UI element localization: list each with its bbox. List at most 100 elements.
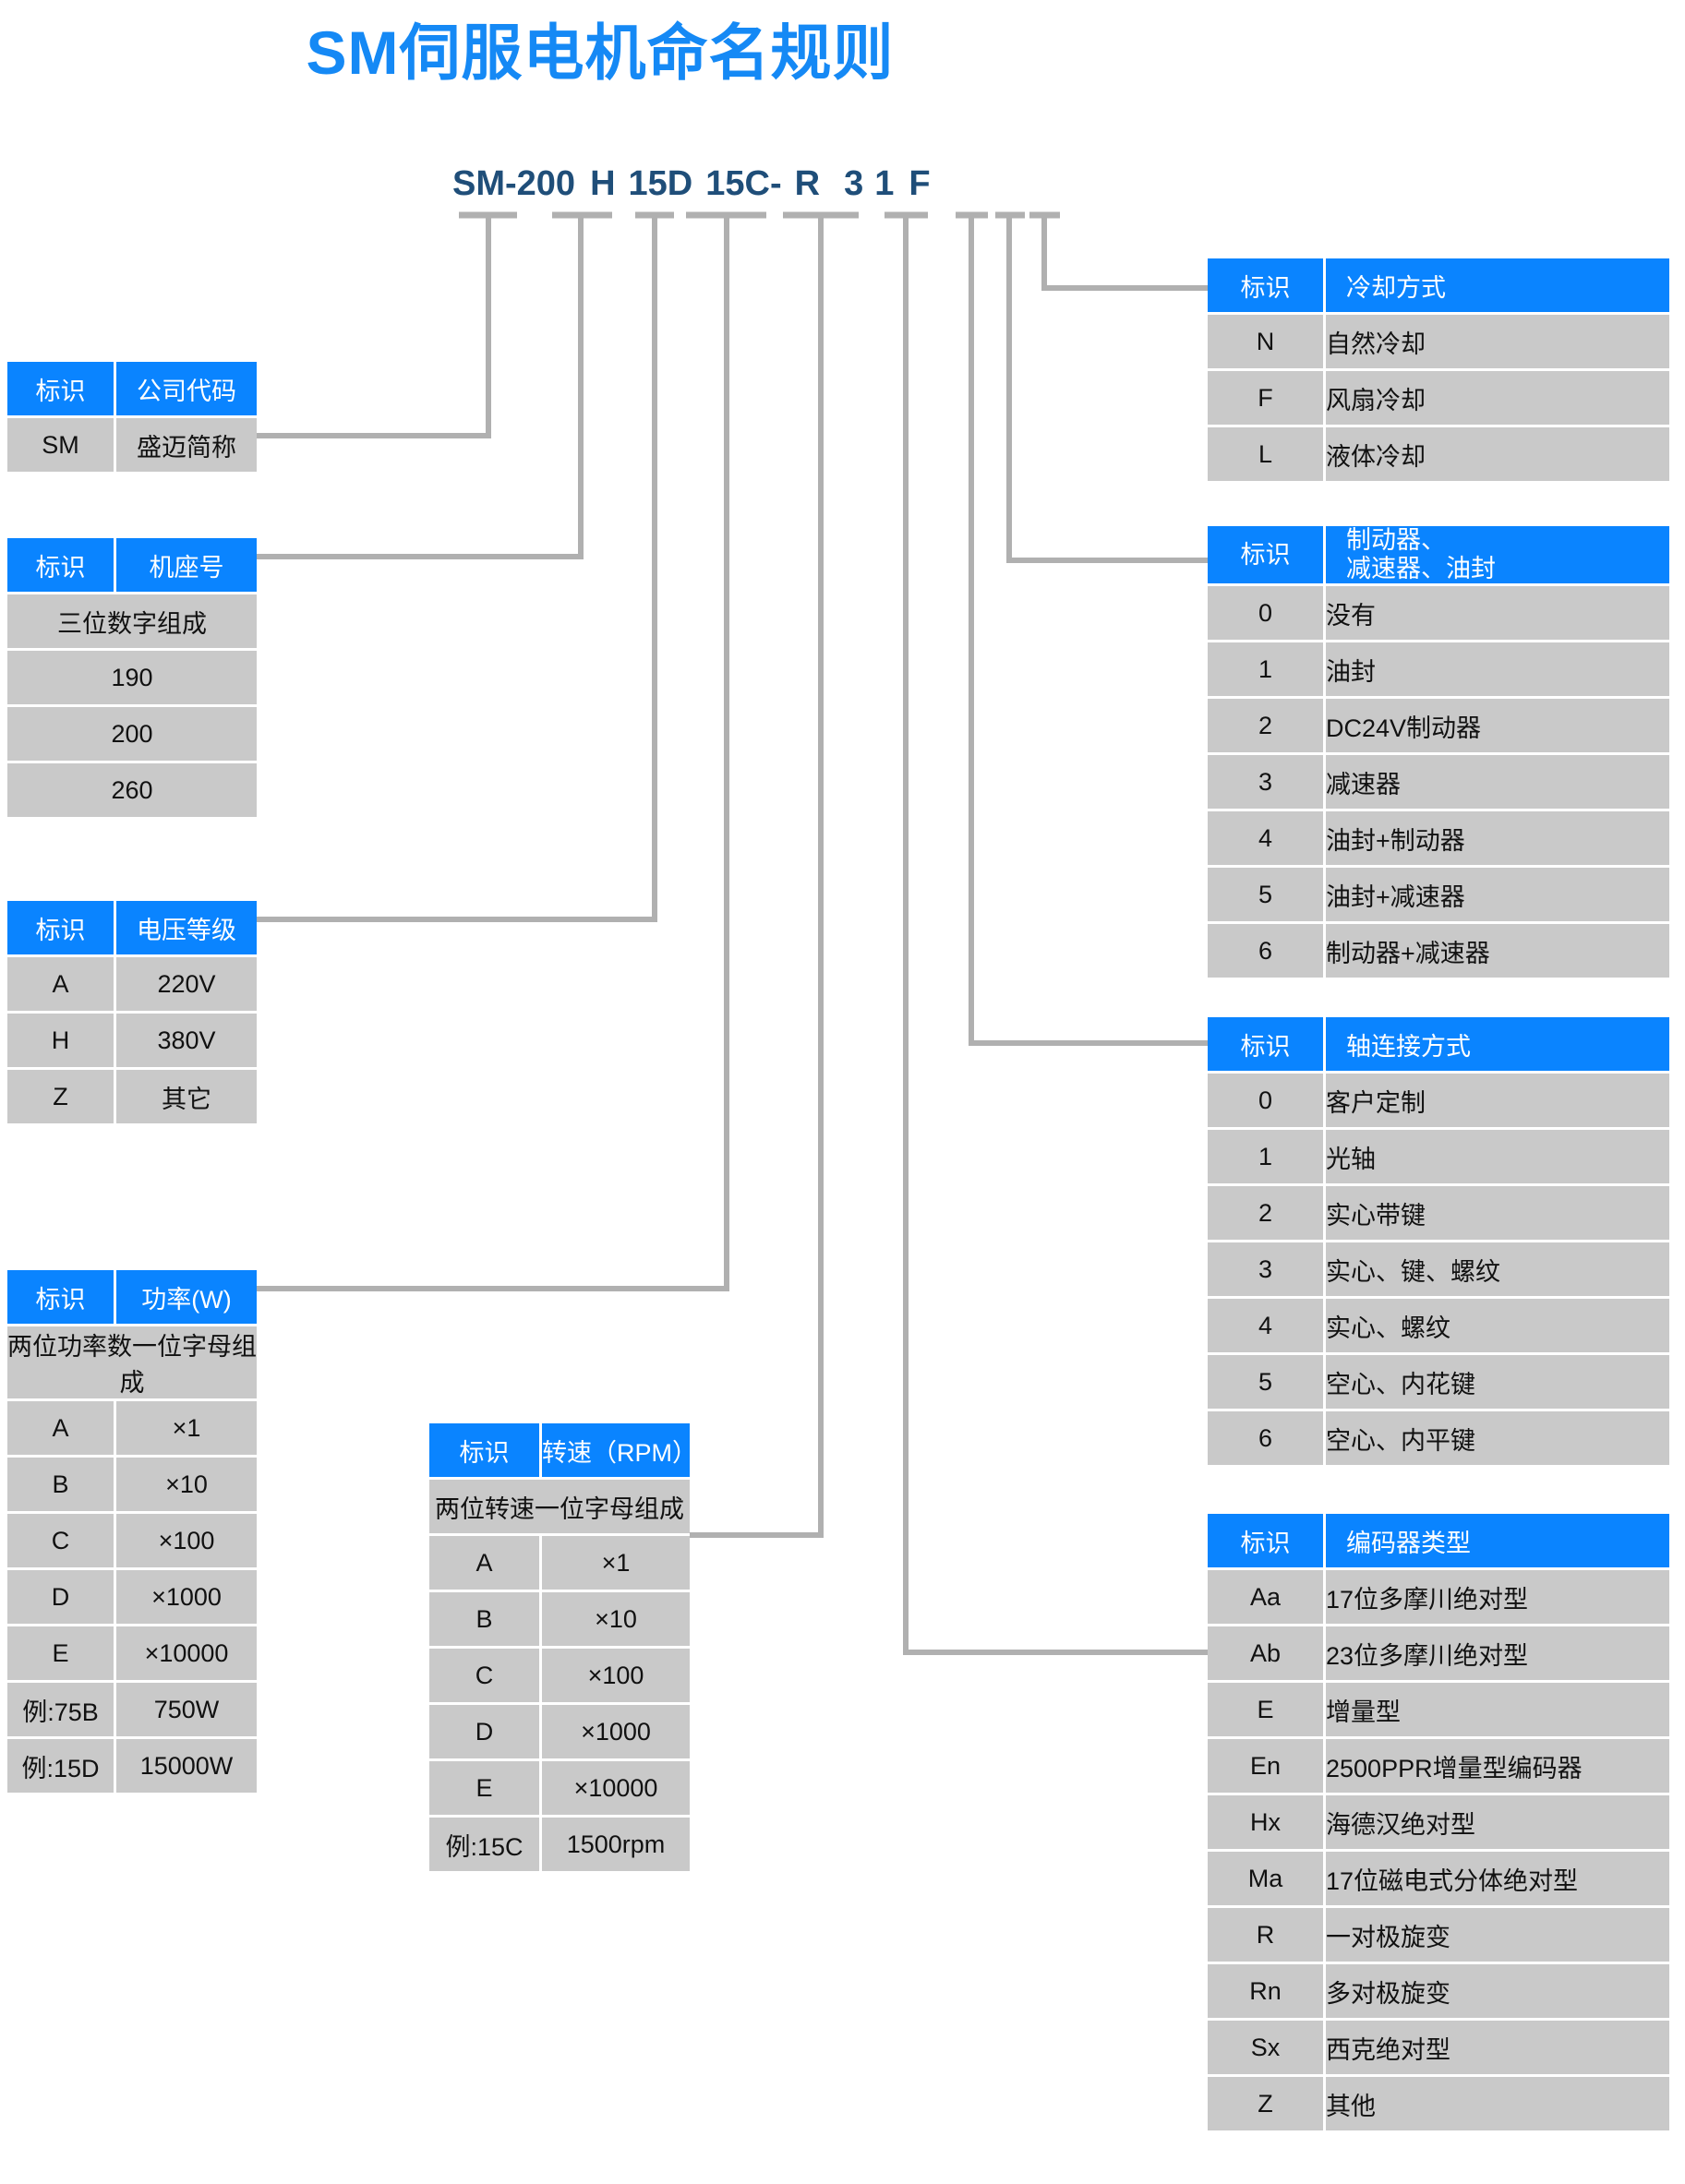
shaft-desc-3: 实心、键、螺纹 bbox=[1326, 1242, 1669, 1299]
encoder-code-en: En bbox=[1208, 1739, 1326, 1795]
table-row: 3 减速器 bbox=[1208, 755, 1669, 812]
encoder-code-sx: Sx bbox=[1208, 2021, 1326, 2077]
page-title: SM伺服电机命名规则 bbox=[306, 18, 895, 87]
encoder-code-rn: Rn bbox=[1208, 1964, 1326, 2021]
table-row: Z 其它 bbox=[7, 1070, 257, 1123]
table-row: 260 bbox=[7, 763, 257, 817]
shaft-desc-1: 光轴 bbox=[1326, 1130, 1669, 1186]
speed-code-d: D bbox=[429, 1705, 542, 1761]
power-header-desc: 功率(W) bbox=[116, 1270, 257, 1326]
brake-header-id: 标识 bbox=[1208, 526, 1326, 587]
speed-header-id: 标识 bbox=[429, 1423, 542, 1480]
speed-code-c: C bbox=[429, 1649, 542, 1705]
power-example1-code: 例:75B bbox=[7, 1683, 116, 1739]
table-row: A 220V bbox=[7, 957, 257, 1014]
encoder-desc-sx: 西克绝对型 bbox=[1326, 2021, 1669, 2077]
table-row: Hx 海德汉绝对型 bbox=[1208, 1795, 1669, 1852]
frame-size-value-260: 260 bbox=[7, 763, 257, 817]
cooling-desc-n: 自然冷却 bbox=[1326, 315, 1669, 371]
table-row: F 风扇冷却 bbox=[1208, 371, 1669, 427]
model-segment-shaft: 3 bbox=[844, 164, 864, 203]
encoder-code-e: E bbox=[1208, 1683, 1326, 1739]
table-row: 5 油封+减速器 bbox=[1208, 868, 1669, 925]
power-note: 两位功率数一位字母组成 bbox=[7, 1326, 257, 1401]
cooling-desc-l: 液体冷却 bbox=[1326, 427, 1669, 481]
power-code-a: A bbox=[7, 1401, 116, 1458]
company-code-header-id: 标识 bbox=[7, 362, 116, 418]
table-row: 两位功率数一位字母组成 bbox=[7, 1326, 257, 1401]
speed-desc-e: ×10000 bbox=[542, 1761, 690, 1818]
brake-desc-2: DC24V制动器 bbox=[1326, 699, 1669, 756]
table-speed: 标识 转速（RPM） 两位转速一位字母组成 A ×1 B ×10 C ×100 … bbox=[429, 1423, 697, 1871]
encoder-desc-ma: 17位磁电式分体绝对型 bbox=[1326, 1852, 1669, 1908]
shaft-header-desc: 轴连接方式 bbox=[1326, 1017, 1669, 1074]
table-row: B ×10 bbox=[7, 1458, 257, 1514]
table-row: 例:15C 1500rpm bbox=[429, 1818, 690, 1871]
table-row: H 380V bbox=[7, 1014, 257, 1070]
encoder-desc-z: 其他 bbox=[1326, 2077, 1669, 2130]
brake-desc-4: 油封+制动器 bbox=[1326, 811, 1669, 869]
company-code-cell-desc: 盛迈简称 bbox=[116, 418, 257, 472]
encoder-desc-ab: 23位多摩川绝对型 bbox=[1326, 1626, 1669, 1683]
table-row: 4 油封+制动器 bbox=[1208, 811, 1669, 869]
speed-header-desc: 转速（RPM） bbox=[542, 1423, 697, 1480]
brake-desc-3: 减速器 bbox=[1326, 755, 1669, 812]
model-segment-power: 15D bbox=[628, 164, 693, 203]
table-row: C ×100 bbox=[429, 1649, 690, 1705]
shaft-code-5: 5 bbox=[1208, 1355, 1326, 1411]
brake-desc-6: 制动器+减速器 bbox=[1326, 924, 1669, 978]
speed-example-desc: 1500rpm bbox=[542, 1818, 690, 1871]
table-row: 6 空心、内平键 bbox=[1208, 1411, 1669, 1465]
cooling-desc-f: 风扇冷却 bbox=[1326, 371, 1669, 427]
table-row: D ×1000 bbox=[429, 1705, 690, 1761]
shaft-header-id: 标识 bbox=[1208, 1017, 1326, 1074]
table-row: R 一对极旋变 bbox=[1208, 1908, 1669, 1964]
voltage-code-z: Z bbox=[7, 1070, 116, 1123]
encoder-code-r: R bbox=[1208, 1908, 1326, 1964]
speed-code-e: E bbox=[429, 1761, 542, 1818]
speed-desc-b: ×10 bbox=[542, 1592, 690, 1649]
power-code-d: D bbox=[7, 1570, 116, 1626]
table-row: 1 油封 bbox=[1208, 642, 1669, 700]
power-desc-c: ×100 bbox=[116, 1514, 257, 1570]
cooling-header-id: 标识 bbox=[1208, 258, 1326, 315]
cooling-code-n: N bbox=[1208, 315, 1326, 371]
encoder-desc-r: 一对极旋变 bbox=[1326, 1908, 1669, 1964]
voltage-code-h: H bbox=[7, 1014, 116, 1070]
table-row: 190 bbox=[7, 651, 257, 707]
table-company-code: 标识 公司代码 SM 盛迈简称 bbox=[7, 362, 257, 472]
brake-code-5: 5 bbox=[1208, 868, 1326, 925]
encoder-code-ab: Ab bbox=[1208, 1626, 1326, 1683]
encoder-desc-en: 2500PPR增量型编码器 bbox=[1326, 1739, 1669, 1795]
encoder-header-id: 标识 bbox=[1208, 1514, 1326, 1570]
table-row: 4 实心、螺纹 bbox=[1208, 1299, 1669, 1355]
shaft-desc-6: 空心、内平键 bbox=[1326, 1411, 1669, 1465]
table-power: 标识 功率(W) 两位功率数一位字母组成 A ×1 B ×10 C ×100 D… bbox=[7, 1270, 257, 1793]
speed-desc-d: ×1000 bbox=[542, 1705, 690, 1761]
table-row: 200 bbox=[7, 707, 257, 763]
table-row: 1 光轴 bbox=[1208, 1130, 1669, 1186]
cooling-code-f: F bbox=[1208, 371, 1326, 427]
brake-desc-1: 油封 bbox=[1326, 642, 1669, 700]
power-example1-desc: 750W bbox=[116, 1683, 257, 1739]
encoder-desc-rn: 多对极旋变 bbox=[1326, 1964, 1669, 2021]
table-encoder-type: 标识 编码器类型 Aa 17位多摩川绝对型 Ab 23位多摩川绝对型 E 增量型… bbox=[1208, 1514, 1669, 2130]
voltage-desc-a: 220V bbox=[116, 957, 257, 1014]
table-row: SM 盛迈简称 bbox=[7, 418, 257, 472]
brake-code-6: 6 bbox=[1208, 924, 1326, 978]
table-row: 2 DC24V制动器 bbox=[1208, 699, 1669, 756]
table-row: 6 制动器+减速器 bbox=[1208, 924, 1669, 978]
table-row: E ×10000 bbox=[429, 1761, 690, 1818]
table-row: E 增量型 bbox=[1208, 1683, 1669, 1739]
table-voltage: 标识 电压等级 A 220V H 380V Z 其它 bbox=[7, 901, 257, 1123]
table-row: 例:15D 15000W bbox=[7, 1739, 257, 1793]
table-row: Aa 17位多摩川绝对型 bbox=[1208, 1570, 1669, 1626]
frame-size-header-id: 标识 bbox=[7, 538, 116, 594]
table-row: 例:75B 750W bbox=[7, 1683, 257, 1739]
table-shaft-connection: 标识 轴连接方式 0 客户定制 1 光轴 2 实心带键 3 实心、键、螺纹 4 … bbox=[1208, 1017, 1669, 1465]
table-row: C ×100 bbox=[7, 1514, 257, 1570]
speed-example-code: 例:15C bbox=[429, 1818, 542, 1871]
table-row: 两位转速一位字母组成 bbox=[429, 1480, 690, 1536]
table-row: A ×1 bbox=[429, 1536, 690, 1592]
company-code-header-desc: 公司代码 bbox=[116, 362, 257, 418]
